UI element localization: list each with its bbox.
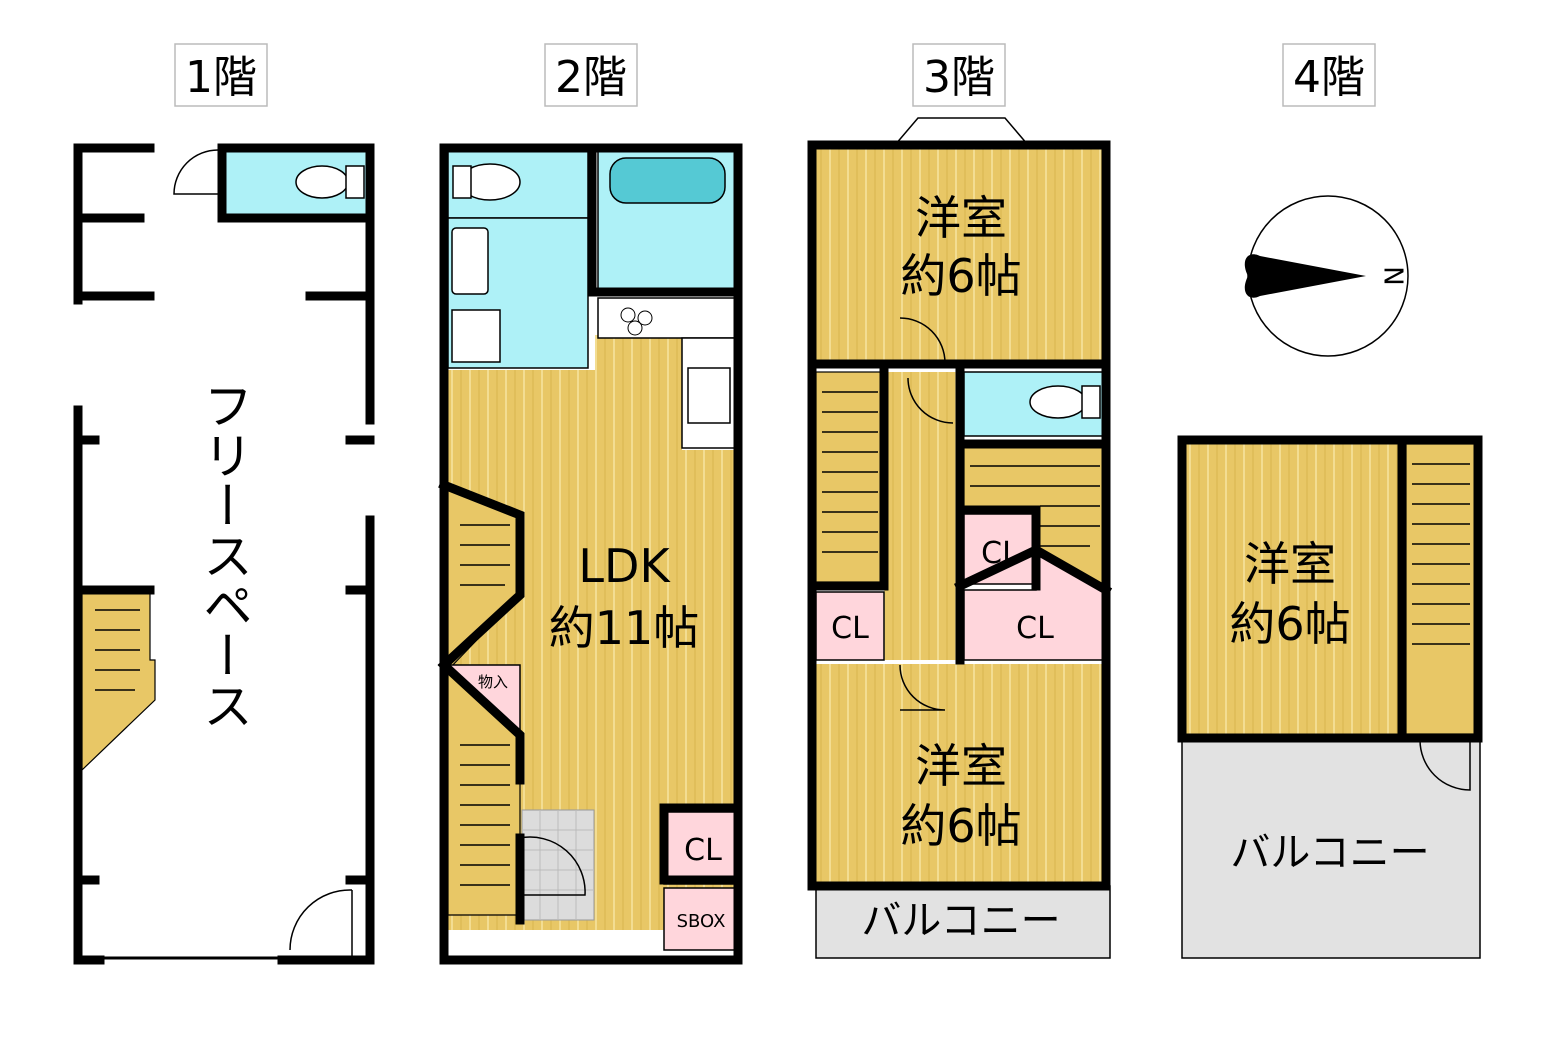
- sink-icon: [451, 227, 489, 295]
- f3-closet-b: [815, 591, 885, 661]
- toilet-icon: [1029, 385, 1087, 419]
- svg-text:洋室: 洋室: [915, 191, 1007, 245]
- floor-4-plan: 洋室 約6帖 バルコニー: [1177, 435, 1483, 959]
- f4-balcony: [1181, 739, 1481, 959]
- svg-text:2階: 2階: [555, 52, 627, 103]
- floor-1-plan: フリースペース: [73, 143, 375, 965]
- f3-hall: [884, 372, 956, 660]
- f1-free-space-label: フリースペース: [195, 380, 253, 730]
- svg-text:洋室: 洋室: [1244, 537, 1336, 591]
- f2-sbox: [663, 887, 739, 951]
- svg-text:CL: CL: [684, 833, 722, 868]
- bathtub-icon: [609, 157, 726, 204]
- svg-text:約6帖: 約6帖: [900, 249, 1021, 303]
- f4-stair: [1405, 443, 1477, 735]
- svg-text:約6帖: 約6帖: [1229, 597, 1350, 651]
- svg-text:N: N: [1378, 266, 1408, 285]
- svg-text:物入: 物入: [478, 673, 508, 691]
- floor-label-1: 1階: [174, 43, 268, 107]
- f2-ldk-label: LDK: [578, 539, 671, 593]
- f3-stair-left: [815, 371, 885, 583]
- floor-label-4: 4階: [1282, 43, 1376, 107]
- f3-balcony: [815, 885, 1111, 959]
- svg-text:約6帖: 約6帖: [900, 799, 1021, 853]
- svg-text:バルコニー: バルコニー: [861, 898, 1060, 944]
- floor-3-plan: CL CL CL 洋室 約6帖 洋室 約6帖 バルコニー: [807, 117, 1113, 959]
- svg-text:洋室: 洋室: [915, 739, 1007, 793]
- f1-stair: [81, 589, 156, 772]
- f3-room-2: [816, 664, 1106, 882]
- f3-room-1: [816, 148, 1106, 362]
- compass-icon: N: [1244, 195, 1409, 357]
- svg-text:SBOX: SBOX: [677, 911, 726, 932]
- svg-text:CL: CL: [1016, 611, 1054, 646]
- floor-label-3: 3階: [912, 43, 1006, 107]
- floor-2-plan: 物入 CL SBOX LDK 約11帖: [437, 143, 743, 965]
- svg-text:1階: 1階: [185, 52, 257, 103]
- svg-text:4階: 4階: [1293, 52, 1365, 103]
- f2-ldk-size: 約11帖: [549, 601, 700, 655]
- floor-label-2: 2階: [544, 43, 638, 107]
- svg-text:バルコニー: バルコニー: [1230, 830, 1429, 876]
- svg-text:3階: 3階: [923, 52, 995, 103]
- svg-text:CL: CL: [831, 611, 869, 646]
- f4-room: [1186, 444, 1398, 734]
- toilet-icon: [295, 165, 349, 199]
